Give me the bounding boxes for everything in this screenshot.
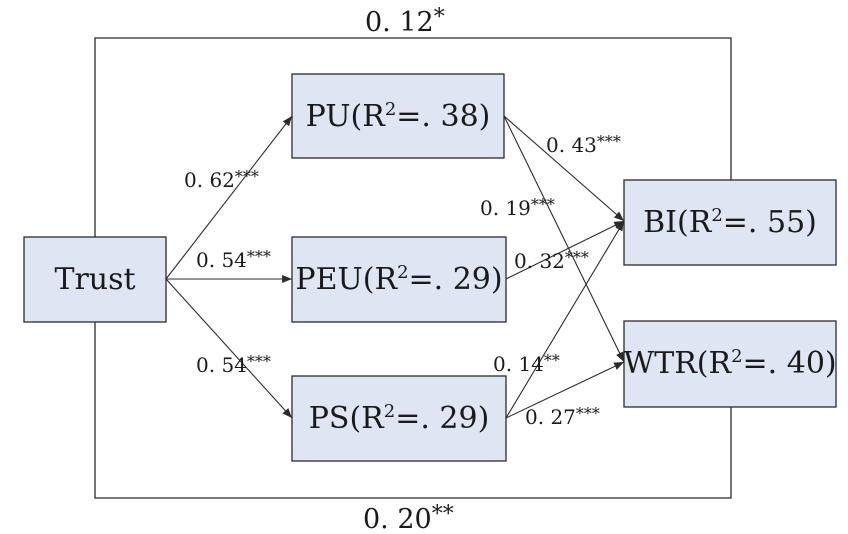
node-wtr: WTR(R2=. 40) <box>623 320 837 408</box>
edge-peu-bi <box>505 220 625 280</box>
coef-trust-bi-direct: 0. 12* <box>365 5 445 38</box>
node-pu-label: PU(R2=. 38) <box>306 99 491 134</box>
direct-path-trust-bi <box>94 37 732 237</box>
coef-ps-bi: 0. 14** <box>493 351 560 376</box>
node-wtr-label: WTR(R2=. 40) <box>623 346 836 381</box>
coef-trust-pu: 0. 62*** <box>184 167 259 192</box>
node-trust-label: Trust <box>54 262 135 297</box>
edge-trust-pu <box>165 115 293 280</box>
coef-pu-wtr: 0. 19*** <box>480 195 555 220</box>
edge-pu-bi <box>503 115 625 222</box>
edge-ps-bi <box>505 220 625 419</box>
node-bi-label: BI(R2=. 55) <box>643 205 817 240</box>
coef-trust-peu: 0. 54*** <box>196 247 271 272</box>
coef-peu-bi: 0. 32*** <box>514 248 589 273</box>
node-peu: PEU(R2=. 29) <box>291 236 507 323</box>
coef-trust-wtr-direct: 0. 20** <box>363 502 454 534</box>
edge-pu-wtr <box>503 115 625 363</box>
node-pu: PU(R2=. 38) <box>291 73 505 159</box>
node-trust: Trust <box>23 236 167 323</box>
edge-ps-wtr <box>505 361 625 419</box>
direct-path-trust-wtr <box>94 322 732 499</box>
node-bi: BI(R2=. 55) <box>623 179 837 266</box>
node-ps: PS(R2=. 29) <box>291 375 507 462</box>
coef-ps-wtr: 0. 27*** <box>525 404 600 429</box>
coef-pu-bi: 0. 43*** <box>546 132 621 157</box>
edge-trust-ps <box>165 278 293 419</box>
node-peu-label: PEU(R2=. 29) <box>295 262 502 297</box>
coef-trust-ps: 0. 54*** <box>196 352 271 377</box>
node-ps-label: PS(R2=. 29) <box>309 401 490 436</box>
